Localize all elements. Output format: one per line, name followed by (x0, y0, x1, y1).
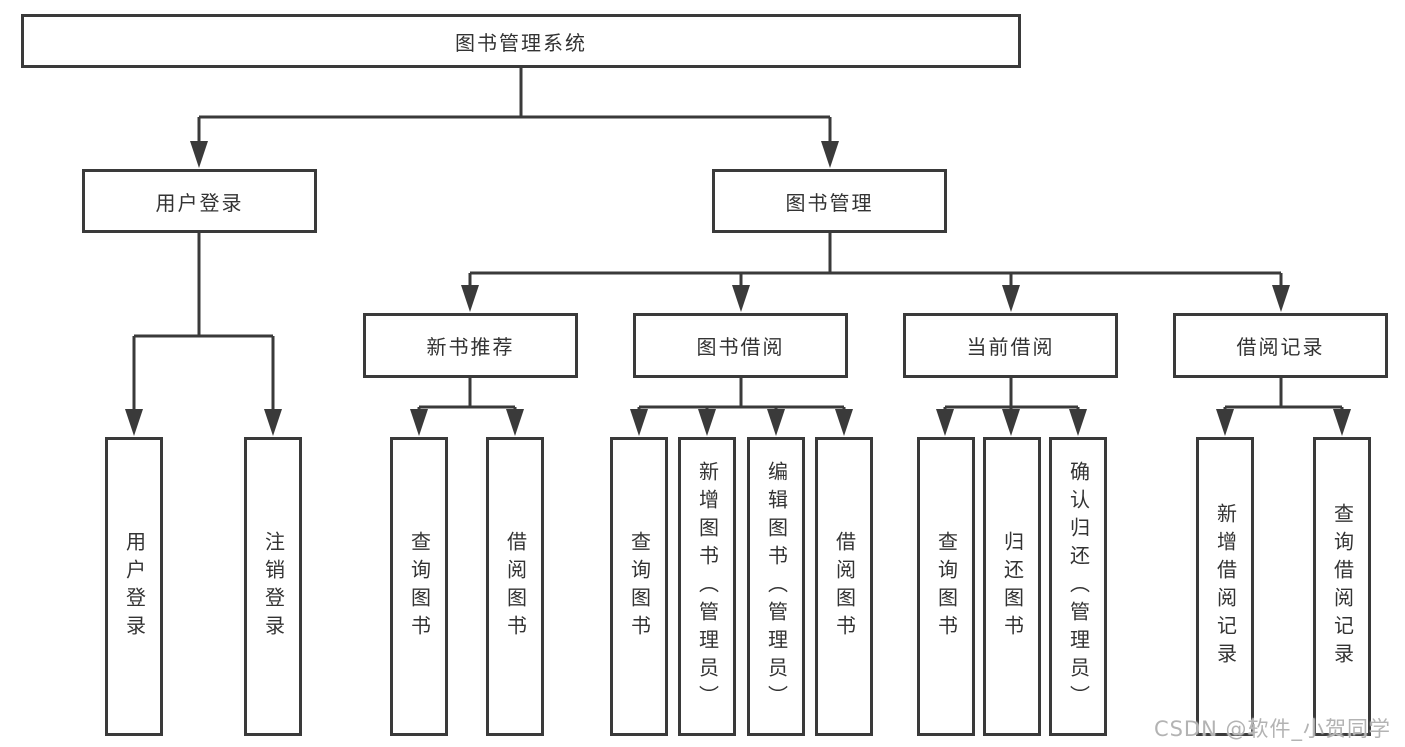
leaf-borrowing-add-books-admin: 新增图书（管理员） (678, 437, 736, 736)
leaf-logout-label: 注销登录 (261, 530, 286, 643)
node-borrowing-records: 借阅记录 (1173, 313, 1388, 378)
leaf-records-add-record: 新增借阅记录 (1196, 437, 1254, 736)
leaf-current-confirm-return-admin: 确认归还（管理员） (1049, 437, 1107, 736)
node-new-book-recommendation: 新书推荐 (363, 313, 578, 378)
node-user-login: 用户登录 (82, 169, 317, 233)
leaf-records-query-record: 查询借阅记录 (1313, 437, 1371, 736)
leaf-current-confirm-return-admin-label: 确认归还（管理员） (1066, 460, 1091, 713)
leaf-borrowing-query-books: 查询图书 (610, 437, 668, 736)
node-book-borrowing: 图书借阅 (633, 313, 848, 378)
leaf-user-login: 用户登录 (105, 437, 163, 736)
leaf-borrowing-edit-books-admin-label: 编辑图书（管理员） (764, 460, 789, 713)
csdn-watermark: CSDN @软件_小贺同学 (1153, 717, 1391, 741)
node-current-borrowing-label: 当前借阅 (966, 335, 1055, 359)
leaf-user-login-label: 用户登录 (122, 530, 147, 643)
leaf-borrowing-add-books-admin-label: 新增图书（管理员） (695, 460, 720, 713)
leaf-current-return-books-label: 归还图书 (1000, 530, 1025, 643)
node-book-management: 图书管理 (712, 169, 947, 233)
leaf-borrowing-borrow-books-label: 借阅图书 (832, 530, 857, 643)
leaf-recommend-query-books-label: 查询图书 (407, 530, 432, 643)
node-book-management-label: 图书管理 (785, 190, 874, 215)
node-user-login-label: 用户登录 (155, 190, 244, 215)
leaf-records-query-record-label: 查询借阅记录 (1330, 502, 1355, 671)
leaf-recommend-borrow-books-label: 借阅图书 (503, 530, 528, 643)
leaf-recommend-borrow-books: 借阅图书 (486, 437, 544, 736)
node-root: 图书管理系统 (21, 14, 1021, 68)
leaf-current-return-books: 归还图书 (983, 437, 1041, 736)
leaf-logout: 注销登录 (244, 437, 302, 736)
node-book-borrowing-label: 图书借阅 (696, 335, 785, 359)
leaf-recommend-query-books: 查询图书 (390, 437, 448, 736)
leaf-current-query-books-label: 查询图书 (934, 530, 959, 643)
leaf-records-add-record-label: 新增借阅记录 (1213, 502, 1238, 671)
leaf-borrowing-query-books-label: 查询图书 (627, 530, 652, 643)
node-borrowing-records-label: 借阅记录 (1236, 335, 1325, 359)
node-root-label: 图书管理系统 (455, 30, 587, 55)
leaf-borrowing-edit-books-admin: 编辑图书（管理员） (747, 437, 805, 736)
node-new-book-recommendation-label: 新书推荐 (426, 335, 515, 359)
node-current-borrowing: 当前借阅 (903, 313, 1118, 378)
leaf-borrowing-borrow-books: 借阅图书 (815, 437, 873, 736)
leaf-current-query-books: 查询图书 (917, 437, 975, 736)
